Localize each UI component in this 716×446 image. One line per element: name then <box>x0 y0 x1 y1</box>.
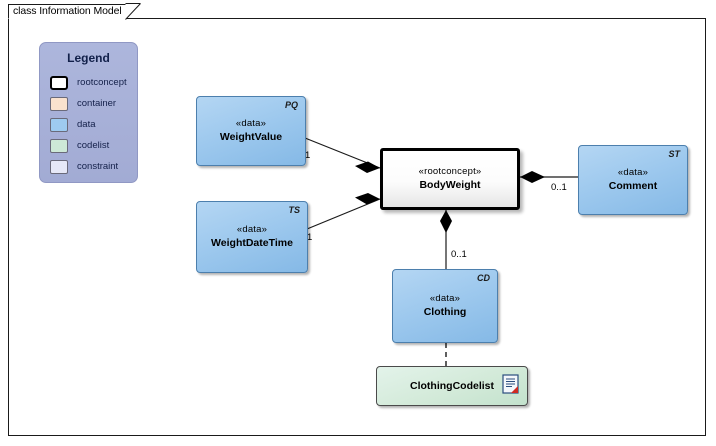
class-name-comment: Comment <box>608 179 658 192</box>
legend-item-codelist: codelist <box>50 137 136 154</box>
legend-label-codelist: codelist <box>77 140 110 151</box>
class-body-comment: «data» Comment <box>579 167 687 193</box>
swatch-rootconcept-icon <box>50 75 68 90</box>
multiplicity-clothing: 0..1 <box>451 249 467 260</box>
legend-label-rootconcept: rootconcept <box>77 77 127 88</box>
class-body-weightvalue: «data» WeightValue <box>197 118 305 144</box>
class-tag-comment: ST <box>668 149 680 159</box>
legend-item-container: container <box>50 95 136 112</box>
document-note-icon <box>502 374 519 394</box>
class-name-clothingcodelist: ClothingCodelist <box>410 380 494 392</box>
legend-label-constraint: constraint <box>77 161 119 172</box>
legend-label-data: data <box>77 119 96 130</box>
class-stereotype-comment: «data» <box>617 167 649 178</box>
class-stereotype-clothing: «data» <box>429 293 461 304</box>
class-comment[interactable]: ST «data» Comment <box>578 145 688 215</box>
class-bodyweight[interactable]: «rootconcept» BodyWeight <box>380 148 520 210</box>
class-clothingcodelist[interactable]: ClothingCodelist <box>376 366 528 406</box>
multiplicity-weightdatetime: 1 <box>307 232 313 243</box>
diagram-title-tab-slant <box>125 3 141 20</box>
swatch-constraint-icon <box>50 159 68 174</box>
class-stereotype-weightdatetime: «data» <box>236 224 268 235</box>
legend-item-rootconcept: rootconcept <box>50 74 136 91</box>
class-stereotype-bodyweight: «rootconcept» <box>418 166 482 177</box>
class-tag-weightvalue: PQ <box>284 100 298 110</box>
class-clothing[interactable]: CD «data» Clothing <box>392 269 498 343</box>
class-weightdatetime[interactable]: TS «data» WeightDateTime <box>196 201 308 273</box>
class-body-clothing: «data» Clothing <box>393 293 497 319</box>
class-body-bodyweight: «rootconcept» BodyWeight <box>383 166 517 192</box>
legend-item-data: data <box>50 116 136 133</box>
swatch-data-icon <box>50 117 68 132</box>
class-name-weightvalue: WeightValue <box>219 130 283 143</box>
class-body-weightdatetime: «data» WeightDateTime <box>197 224 307 250</box>
swatch-container-icon <box>50 96 68 111</box>
legend-label-container: container <box>77 98 117 109</box>
multiplicity-weightvalue: 1 <box>305 150 311 161</box>
class-stereotype-weightvalue: «data» <box>235 118 267 129</box>
class-name-weightdatetime: WeightDateTime <box>211 236 293 249</box>
class-name-clothing: Clothing <box>423 305 467 318</box>
legend-title: Legend <box>67 51 110 65</box>
diagram-title: class Information Model <box>13 5 122 17</box>
legend-panel: Legend rootconcept container data codeli… <box>39 42 138 183</box>
swatch-codelist-icon <box>50 138 68 153</box>
multiplicity-comment: 0..1 <box>551 182 567 193</box>
class-tag-clothing: CD <box>477 273 490 283</box>
legend-item-constraint: constraint <box>50 158 136 175</box>
class-tag-weightdatetime: TS <box>288 205 300 215</box>
diagram-title-tab <box>8 4 126 19</box>
class-name-bodyweight: BodyWeight <box>419 178 481 191</box>
class-weightvalue[interactable]: PQ «data» WeightValue <box>196 96 306 166</box>
